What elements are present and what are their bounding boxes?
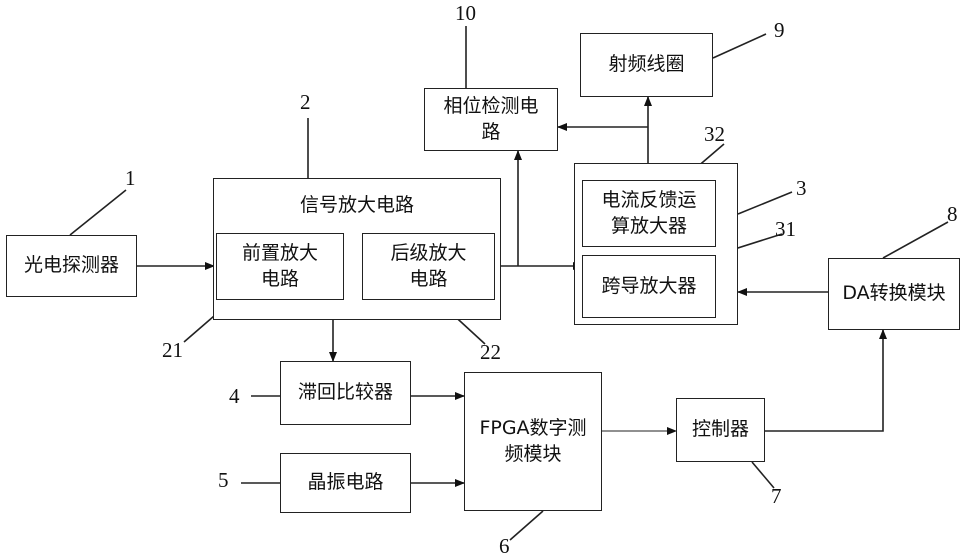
fpga-label-line1: FPGA数字测 (479, 416, 586, 442)
wire-controller-to-da (765, 330, 883, 431)
leader-6 (510, 511, 543, 540)
label-22: 22 (480, 340, 501, 365)
current-feedback-label-line1: 电流反馈运 (601, 188, 696, 214)
phase-detector-label-line2: 路 (481, 120, 500, 146)
photodetector-block: 光电探测器 (6, 235, 137, 297)
photodetector-label: 光电探测器 (24, 253, 119, 279)
phase-detector-block: 相位检测电 路 (424, 88, 558, 151)
postamp-label-line1: 后级放大 (390, 241, 466, 267)
label-4: 4 (229, 384, 240, 409)
phase-detector-label-line1: 相位检测电 (443, 94, 538, 120)
crystal-oscillator-label: 晶振电路 (307, 470, 383, 496)
postamp-block: 后级放大 电路 (362, 233, 495, 300)
label-3: 3 (796, 176, 807, 201)
controller-label: 控制器 (692, 417, 749, 443)
label-9: 9 (774, 18, 785, 43)
transconductance-label: 跨导放大器 (601, 274, 696, 300)
current-feedback-opamp-block: 电流反馈运 算放大器 (582, 180, 716, 247)
leader-1 (70, 190, 126, 235)
rf-coil-label: 射频线圈 (608, 52, 684, 78)
label-6: 6 (499, 534, 510, 557)
postamp-label-line2: 电路 (409, 267, 447, 293)
signal-amplifier-label: 信号放大电路 (300, 193, 414, 219)
leader-9 (713, 34, 766, 58)
preamp-label-line2: 电路 (261, 267, 299, 293)
label-2: 2 (300, 90, 311, 115)
da-converter-label: DA转换模块 (842, 281, 945, 307)
label-7: 7 (771, 484, 782, 509)
rf-coil-block: 射频线圈 (580, 33, 713, 97)
hysteresis-comparator-block: 滞回比较器 (280, 361, 411, 425)
label-21: 21 (162, 338, 183, 363)
preamp-block: 前置放大 电路 (216, 233, 344, 300)
controller-block: 控制器 (676, 398, 765, 462)
label-31: 31 (775, 217, 796, 242)
current-feedback-label-line2: 算放大器 (611, 214, 687, 240)
leader-3 (738, 192, 792, 214)
label-8: 8 (947, 202, 958, 227)
label-5: 5 (218, 468, 229, 493)
da-converter-block: DA转换模块 (828, 258, 960, 330)
fpga-label-line2: 频模块 (504, 442, 561, 468)
transconductance-amp-block: 跨导放大器 (582, 255, 716, 318)
hysteresis-comparator-label: 滞回比较器 (298, 380, 393, 406)
label-10: 10 (455, 1, 476, 26)
fpga-frequency-module-block: FPGA数字测 频模块 (464, 372, 602, 511)
label-32: 32 (704, 122, 725, 147)
preamp-label-line1: 前置放大 (242, 241, 318, 267)
label-1: 1 (125, 166, 136, 191)
crystal-oscillator-block: 晶振电路 (280, 453, 411, 513)
leader-8 (883, 222, 948, 258)
